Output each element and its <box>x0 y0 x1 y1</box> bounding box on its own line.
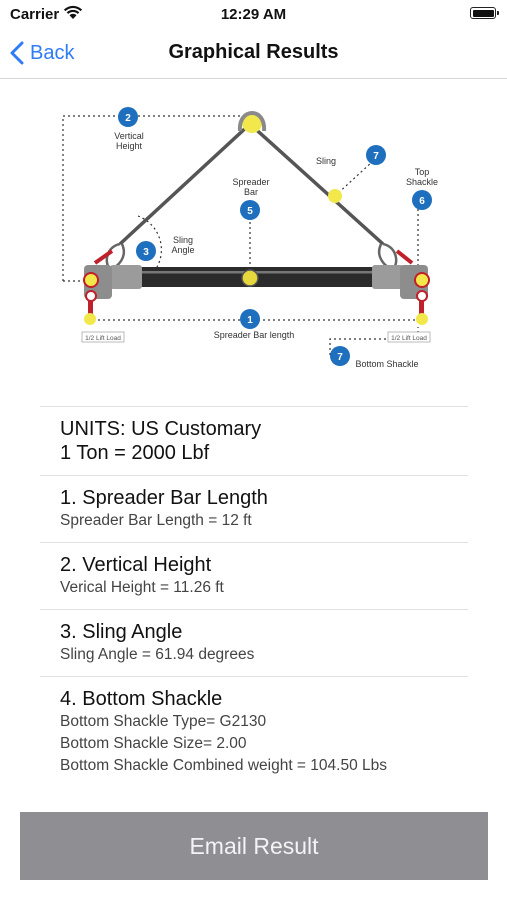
sling-angle-section: 3. Sling Angle Sling Angle = 61.94 degre… <box>40 609 468 676</box>
svg-text:6: 6 <box>419 196 425 207</box>
section-value: Sling Angle = 61.94 degrees <box>60 646 255 663</box>
section-value: Bottom Shackle Size= 2.00 <box>60 735 247 752</box>
marker-spreader-bar: 5 <box>240 200 260 220</box>
marker-sling: 7 <box>366 145 386 165</box>
svg-text:2: 2 <box>125 113 131 124</box>
units-section: UNITS: US Customary 1 Ton = 2000 Lbf <box>40 406 468 475</box>
top-link <box>237 111 267 132</box>
navigation-bar: Back Graphical Results <box>0 28 507 79</box>
sling-highlight <box>328 189 342 203</box>
spreader-bar-length-label: Spreader Bar length <box>214 330 295 340</box>
results-list[interactable]: UNITS: US Customary 1 Ton = 2000 Lbf 1. … <box>40 406 468 796</box>
back-label: Back <box>30 41 75 64</box>
end-cap-left <box>110 265 142 289</box>
end-cap-right <box>372 265 404 289</box>
svg-text:7: 7 <box>373 151 379 162</box>
section-value: Spreader Bar Length = 12 ft <box>60 512 252 529</box>
clock: 12:29 AM <box>220 6 287 23</box>
section-heading: 3. Sling Angle <box>60 621 183 643</box>
units-line: UNITS: US Customary <box>60 418 262 440</box>
svg-text:Shackle: Shackle <box>406 177 438 187</box>
marker-top-shackle: 6 <box>412 190 432 210</box>
chevron-left-icon <box>10 41 24 65</box>
marker-bottom-shackle: 7 <box>330 346 350 366</box>
sling-lines <box>118 122 385 246</box>
wifi-icon <box>63 5 83 19</box>
svg-text:7: 7 <box>337 352 343 363</box>
bottom-shackle-label: Bottom Shackle <box>355 359 418 369</box>
section-heading: 1. Spreader Bar Length <box>60 487 268 509</box>
svg-text:Bar: Bar <box>244 187 258 197</box>
page-title: Graphical Results <box>168 41 339 63</box>
half-lift-load-left-label: 1/2 Lift Load <box>85 335 121 342</box>
bottom-shackle-section: 4. Bottom Shackle Bottom Shackle Type= G… <box>40 676 468 787</box>
spreader-bar-length-section: 1. Spreader Bar Length Spreader Bar Leng… <box>40 475 468 542</box>
status-bar: Carrier 12:29 AM <box>0 0 507 28</box>
sling-angle-label: Sling <box>173 235 193 245</box>
spreader-bar-diagram: 1/2 Lift Load 1/2 Lift Load Vertical Hei… <box>0 79 507 405</box>
sling-label: Sling <box>316 156 336 166</box>
svg-text:1: 1 <box>247 315 253 326</box>
section-value: Verical Height = 11.26 ft <box>60 579 224 596</box>
right-end-shackle <box>395 249 430 325</box>
section-heading: 2. Vertical Height <box>60 554 212 576</box>
left-end-shackle <box>83 249 114 325</box>
top-shackle-highlight <box>242 113 262 133</box>
section-heading: 4. Bottom Shackle <box>60 688 223 710</box>
svg-text:3: 3 <box>143 247 149 258</box>
marker-sling-angle: 3 <box>136 241 156 261</box>
battery-icon <box>470 7 499 19</box>
top-shackle-label: Top <box>415 167 430 177</box>
marker-bar-length: 1 <box>240 309 260 329</box>
svg-text:Height: Height <box>116 141 143 151</box>
email-result-button[interactable]: Email Result <box>20 812 488 880</box>
carrier-label: Carrier <box>10 6 60 23</box>
conversion-line: 1 Ton = 2000 Lbf <box>60 442 210 464</box>
section-value: Bottom Shackle Combined weight = 104.50 … <box>60 757 387 774</box>
vertical-height-label: Vertical <box>114 131 144 141</box>
spreader-bar-label: Spreader <box>232 177 269 187</box>
section-value: Bottom Shackle Type= G2130 <box>60 713 267 730</box>
spreader-bar-highlight <box>241 269 259 287</box>
back-button[interactable]: Back <box>10 36 74 70</box>
vertical-height-section: 2. Vertical Height Verical Height = 11.2… <box>40 542 468 609</box>
half-lift-load-right-label: 1/2 Lift Load <box>391 335 427 342</box>
svg-text:Angle: Angle <box>171 245 194 255</box>
svg-text:5: 5 <box>247 206 253 217</box>
marker-vertical-height: 2 <box>118 107 138 127</box>
